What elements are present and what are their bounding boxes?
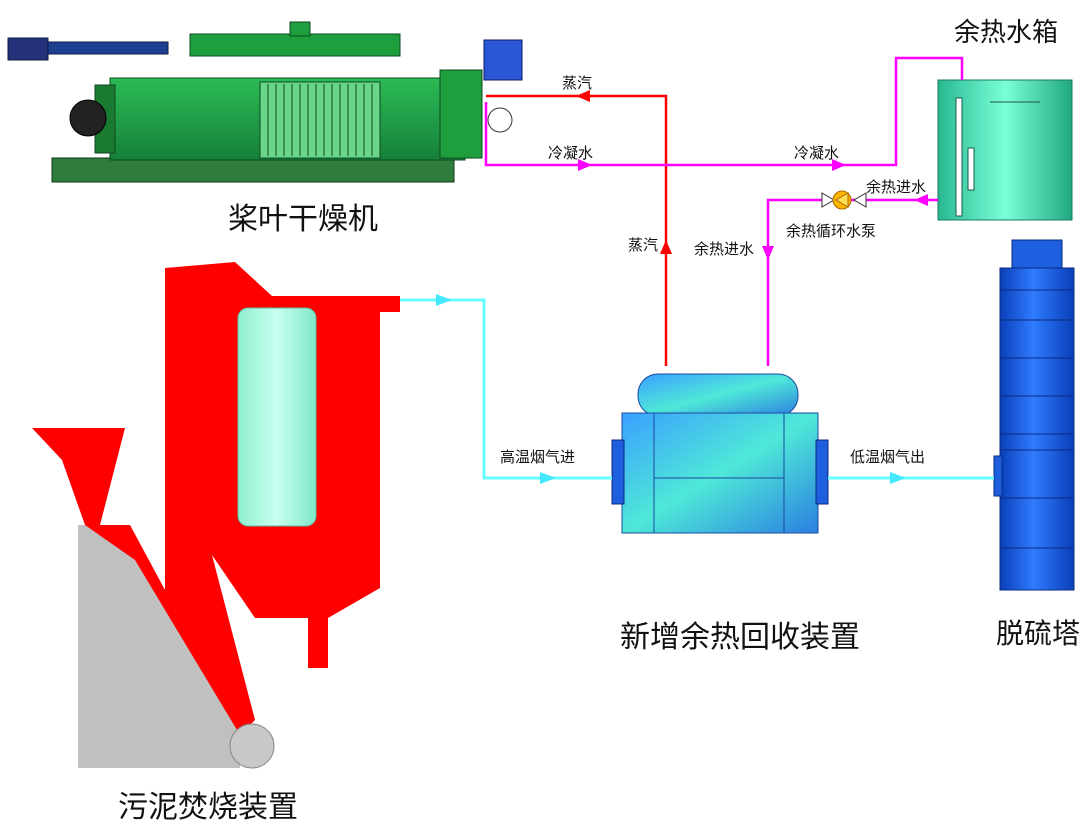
- low-temp-flue-gas-label: 低温烟气出: [850, 448, 926, 466]
- tower-body: [999, 289, 1075, 591]
- dryer-label: 桨叶干燥机: [228, 202, 378, 237]
- incinerator-hopper: [78, 525, 240, 768]
- circulation-pump-label: 余热循环水泵: [786, 222, 877, 240]
- condensate-right-label: 冷凝水: [794, 144, 840, 162]
- tank-gauge-right: [967, 147, 975, 191]
- dryer-stack: [289, 21, 311, 37]
- recovery-outlet-flange: [815, 439, 829, 505]
- dryer-right-housing: [439, 69, 483, 159]
- flue-arrow-1: [436, 294, 452, 306]
- dryer-top-hood: [189, 33, 401, 57]
- dryer-paddle-lines: [267, 84, 373, 156]
- tower-bands: [1000, 319, 1074, 549]
- condensate-arrow-2: [832, 159, 846, 171]
- high-temp-flue-gas-label: 高温烟气进: [500, 448, 576, 466]
- waste-heat-tank-label: 余热水箱: [954, 18, 1059, 48]
- recovery-inlet-flange: [611, 439, 625, 505]
- inlet-arrow-1: [914, 194, 928, 206]
- pump-triangle: [835, 192, 849, 208]
- incinerator-roller: [229, 723, 275, 769]
- incinerator-label: 污泥焚烧装置: [118, 790, 298, 825]
- recovery-main-body: [621, 412, 819, 534]
- desulfurization-tower-label: 脱硫塔: [996, 617, 1081, 650]
- dryer-drive-wheel: [69, 99, 107, 137]
- waste-heat-tank: [937, 79, 1073, 221]
- tower-shoulder: [999, 267, 1075, 291]
- tank-gauge-left: [955, 97, 963, 217]
- condensate-left-label: 冷凝水: [548, 144, 594, 162]
- tower-inlet-flange: [993, 455, 1003, 497]
- steam-top-label: 蒸汽: [562, 74, 593, 92]
- flue-arrow-3: [890, 472, 906, 484]
- waste-heat-inlet-vertical-label: 余热进水: [694, 240, 755, 258]
- desulfurization-tower: [993, 239, 1075, 591]
- tower-top-cone: [1011, 239, 1063, 269]
- circulation-pump: [821, 190, 867, 210]
- condensate-line: [484, 56, 964, 167]
- waste-heat-recovery-device: [611, 373, 829, 534]
- steam-line: [486, 94, 668, 366]
- recovery-top-drum: [637, 373, 799, 417]
- pump-valve-right: [853, 192, 867, 208]
- steam-vertical-label: 蒸汽: [628, 236, 659, 254]
- sludge-incinerator: [32, 262, 400, 769]
- paddle-dryer: [7, 21, 523, 183]
- dryer-base: [51, 157, 455, 183]
- inlet-arrow-down: [762, 246, 774, 260]
- waste-heat-inlet-line: [766, 198, 938, 366]
- dryer-left-motor: [7, 37, 49, 61]
- waste-heat-inlet-top-label: 余热进水: [866, 178, 927, 196]
- steam-arrow-up: [660, 240, 672, 254]
- flue-arrow-2: [540, 472, 556, 484]
- dryer-exhaust-fan: [483, 39, 523, 81]
- dryer-paddles: [259, 81, 381, 159]
- condensate-arrow-1: [578, 159, 592, 171]
- incinerator-cylinder: [237, 307, 317, 527]
- recovery-device-label: 新增余热回收装置: [620, 620, 860, 655]
- steam-arrow-left: [576, 90, 590, 102]
- pump-valve-left: [821, 192, 835, 208]
- dryer-right-hub: [487, 107, 513, 133]
